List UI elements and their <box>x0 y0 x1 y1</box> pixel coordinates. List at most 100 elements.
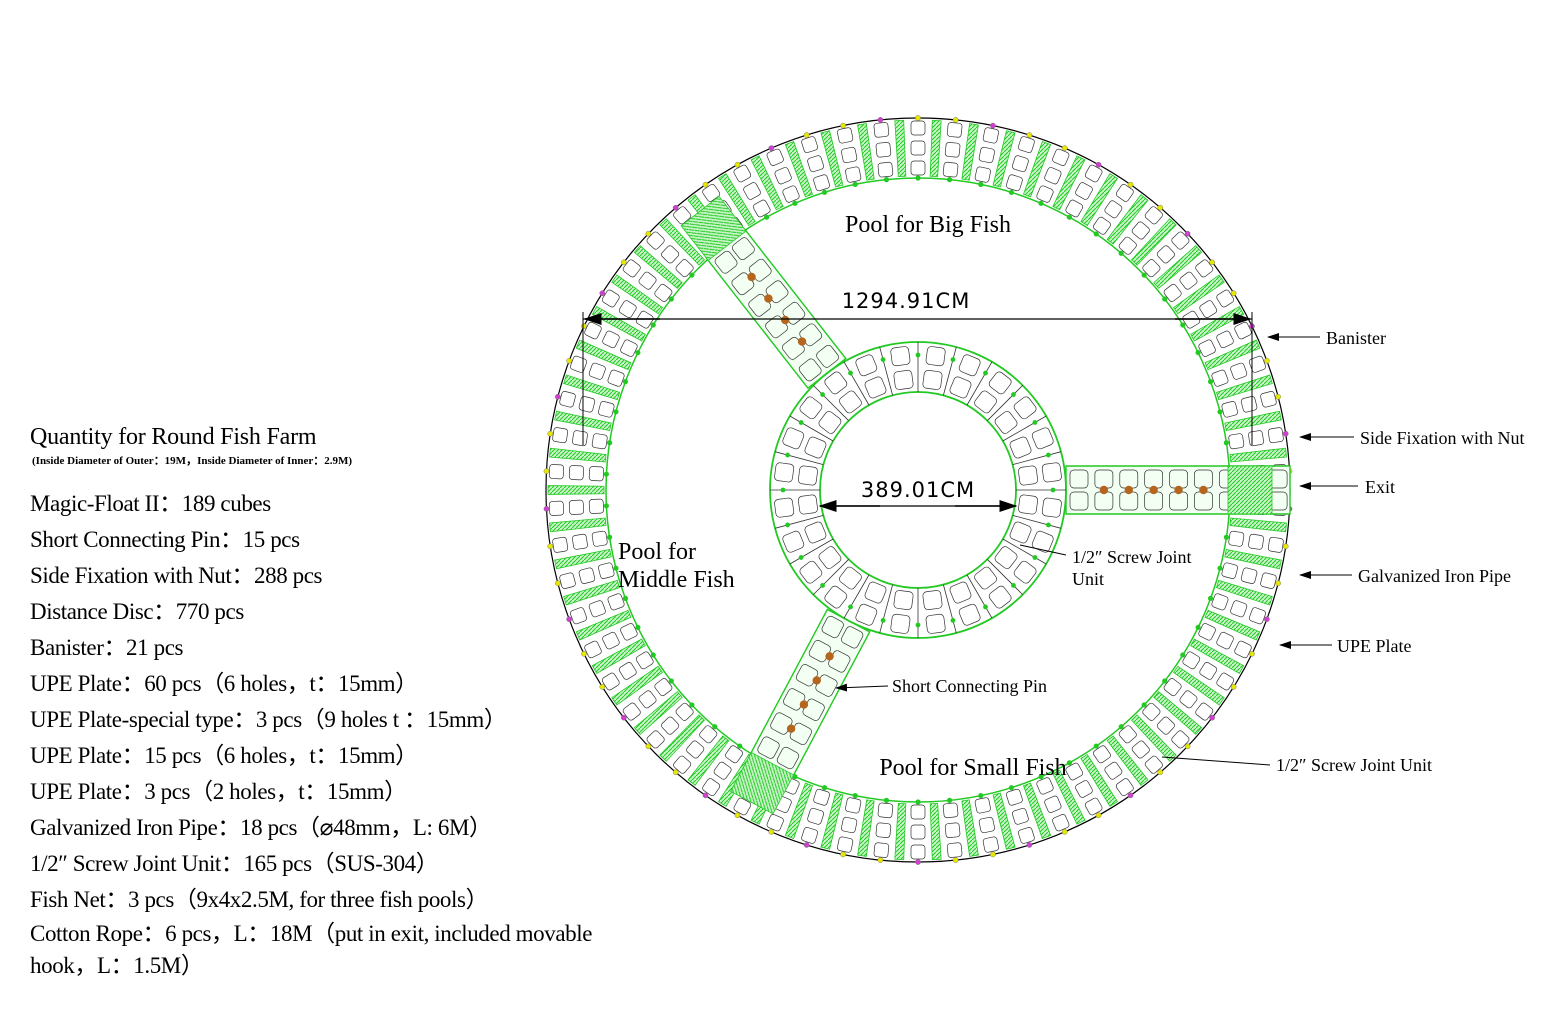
float-cube <box>1069 491 1089 511</box>
float-cube <box>661 245 680 264</box>
side-fixation-dot <box>1118 724 1124 730</box>
float-cube <box>1198 339 1216 357</box>
upe-plate <box>857 123 875 181</box>
side-fixation-dot <box>1223 534 1230 540</box>
pool-middle-label-1: Pool for <box>618 539 696 565</box>
screw-joint-dot <box>1275 393 1281 400</box>
outer-diameter-value: 1294.91CM <box>842 289 971 313</box>
float-cube <box>1065 762 1084 781</box>
screw-joint-dot <box>547 430 554 437</box>
screw-joint-dot <box>555 580 561 587</box>
float-cube <box>1182 651 1201 670</box>
upe-plate <box>1131 714 1177 762</box>
float-cube <box>818 546 842 569</box>
side-fixation-dot <box>820 583 825 588</box>
float-cube <box>1230 362 1248 380</box>
callout-banister-label: Banister <box>1326 328 1386 348</box>
inner-ring-divider <box>843 361 870 406</box>
upe-plate <box>1023 782 1052 840</box>
float-cube <box>1156 245 1175 264</box>
float-cube <box>548 464 565 480</box>
float-cube <box>994 546 1018 569</box>
side-fixation-dot <box>1038 200 1044 206</box>
float-cube <box>1211 369 1229 387</box>
float-cube <box>635 651 654 670</box>
float-cube <box>1142 702 1161 721</box>
screw-joint-dot <box>566 358 572 364</box>
float-cube <box>841 146 858 164</box>
inner-ring-divider <box>789 538 834 565</box>
float-cube <box>675 702 694 721</box>
pool-middle-label-2: Middle Fish <box>618 567 735 593</box>
upe-plate <box>549 517 607 533</box>
float-cube <box>618 300 637 318</box>
upe-plate <box>563 374 621 401</box>
spec-item-short-pin: Short Connecting Pin：15 pcs <box>30 527 300 552</box>
float-cube <box>974 566 997 590</box>
side-fixation-dot <box>821 189 828 195</box>
float-cube <box>638 690 657 709</box>
inner-ring-divider <box>987 385 1023 421</box>
float-cube <box>675 259 694 278</box>
float-cube <box>782 427 805 450</box>
float-cube <box>1216 631 1234 650</box>
float-cube <box>982 836 999 853</box>
side-fixation-dot <box>785 522 790 528</box>
float-cube <box>1179 271 1198 290</box>
float-cube <box>732 237 755 261</box>
float-cube <box>1093 745 1111 764</box>
float-cube <box>1163 283 1182 302</box>
float-cube <box>1084 164 1103 183</box>
float-cube <box>1228 433 1245 450</box>
float-cube <box>1006 174 1023 192</box>
float-cube <box>601 289 620 308</box>
screw-joint-dot <box>1026 132 1033 138</box>
float-cube <box>1104 200 1123 219</box>
side-fixation-dot <box>1118 250 1124 256</box>
upe-plate <box>992 130 1016 188</box>
upe-plate <box>1052 769 1086 825</box>
float-cube <box>1267 427 1284 444</box>
screw-joint-dot <box>1157 769 1164 776</box>
float-cube <box>946 842 963 858</box>
short-connecting-pin <box>786 724 796 733</box>
screw-joint-dot <box>734 161 741 168</box>
screw-joint-dot <box>990 851 996 858</box>
float-cube <box>1115 778 1134 797</box>
float-cube <box>743 182 761 200</box>
float-cube <box>978 816 995 834</box>
float-cube <box>925 613 946 634</box>
float-cube <box>578 396 596 413</box>
float-cube <box>568 465 584 481</box>
spec-item-upe-plate-15: UPE Plate：15 pcs（6 holes，t：15mm） <box>30 743 418 768</box>
callout-short-pin-label: Short Connecting Pin <box>892 676 1047 696</box>
float-cube <box>1195 259 1214 278</box>
float-cube <box>591 433 608 450</box>
side-fixation-dot <box>650 322 656 328</box>
callout-screw-joint-inner-label-2: Unit <box>1072 569 1104 589</box>
upe-plate <box>591 306 646 342</box>
float-cube <box>1069 469 1089 489</box>
screw-joint-dot <box>840 851 846 858</box>
float-cube <box>1267 536 1284 553</box>
spec-title: Quantity for Round Fish Farm <box>30 424 317 450</box>
screw-joint-dot <box>1184 743 1191 750</box>
float-cube <box>845 797 862 814</box>
callout-upe-plate: UPE Plate <box>1279 636 1412 656</box>
side-fixation-dot <box>1195 624 1201 631</box>
float-cube <box>602 330 620 349</box>
inner-ring-divider <box>1012 514 1062 529</box>
float-cube <box>602 631 620 650</box>
side-fixation-dot <box>1032 555 1038 560</box>
callout-iron-pipe: Galvanized Iron Pipe <box>1299 566 1511 586</box>
side-fixation-dot <box>1066 760 1073 766</box>
float-cube <box>1052 814 1070 832</box>
float-cube <box>1248 355 1266 373</box>
float-cube <box>725 745 743 764</box>
side-fixation-dot <box>950 357 956 362</box>
upe-plate <box>894 119 907 178</box>
float-cube <box>598 562 615 579</box>
upe-plate <box>563 579 621 606</box>
callout-side-fixation-label: Side Fixation with Nut <box>1360 428 1525 448</box>
upe-plate <box>857 799 875 857</box>
